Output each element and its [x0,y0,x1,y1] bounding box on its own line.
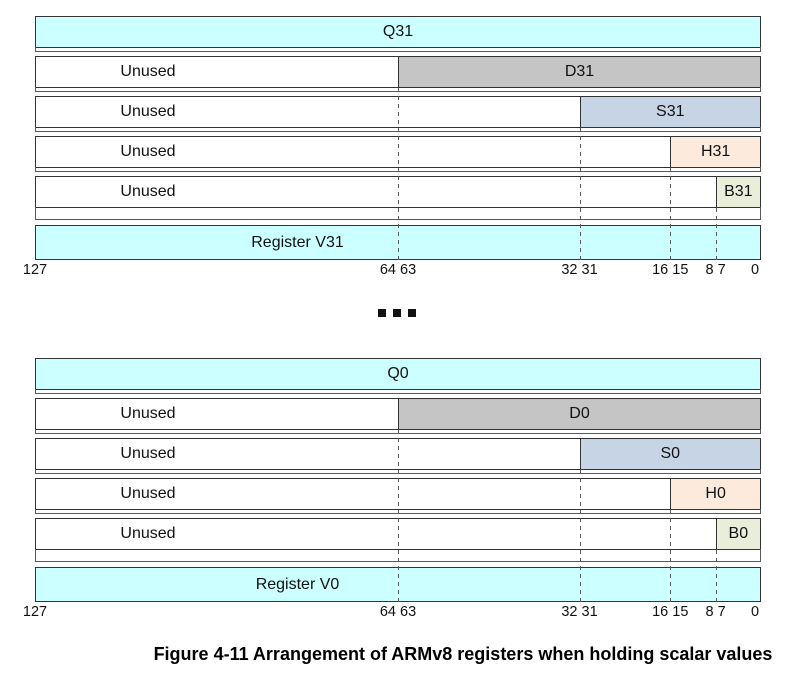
row-base-line [35,389,761,394]
register-box-q0: Q0 [35,358,761,390]
bit-boundary-dashed-line [670,168,672,260]
bit-boundary-dashed-line [715,550,717,602]
bit-scale-label: 16 15 [652,604,689,620]
row-base-line [35,47,761,52]
bit-scale-label: 32 31 [561,262,598,278]
bit-scale-label: 127 [22,604,48,620]
register-box-q31: Q31 [35,16,761,48]
register-segment-s31: S31 [579,96,761,128]
bit-boundary-dashed-line [715,208,717,260]
ellipsis-dot [408,309,416,317]
register-segment-d31: D31 [398,56,761,88]
bit-scale-label: 0 [750,262,760,278]
bit-scale-label: 8 7 [705,262,726,278]
register-segment-h31: H31 [670,136,761,168]
ellipsis-dot [393,309,401,317]
bit-scale-label: 8 7 [705,604,726,620]
register-segment-b0: B0 [715,518,761,550]
bit-scale-label: 64 63 [379,262,417,278]
bit-boundary-dashed-line [579,128,581,260]
bit-scale-label: 0 [750,604,760,620]
ellipsis-dot [378,309,386,317]
figure-caption: Figure 4-11 Arrangement of ARMv8 registe… [153,644,773,664]
ellipsis-icon [378,309,416,317]
bit-boundary-dashed-line [579,470,581,602]
bit-scale-label: 127 [22,262,48,278]
register-segment-s0: S0 [579,438,761,470]
register-segment-h0: H0 [670,478,761,510]
bit-boundary-dashed-line [670,510,672,602]
bit-scale-label: 32 31 [561,604,598,620]
bit-scale-label: 64 63 [379,604,417,620]
register-segment-b31: B31 [715,176,761,208]
bit-boundary-dashed-line [398,430,399,602]
bit-boundary-dashed-line [398,88,399,260]
register-segment-d0: D0 [398,398,761,430]
bit-scale-label: 16 15 [652,262,689,278]
